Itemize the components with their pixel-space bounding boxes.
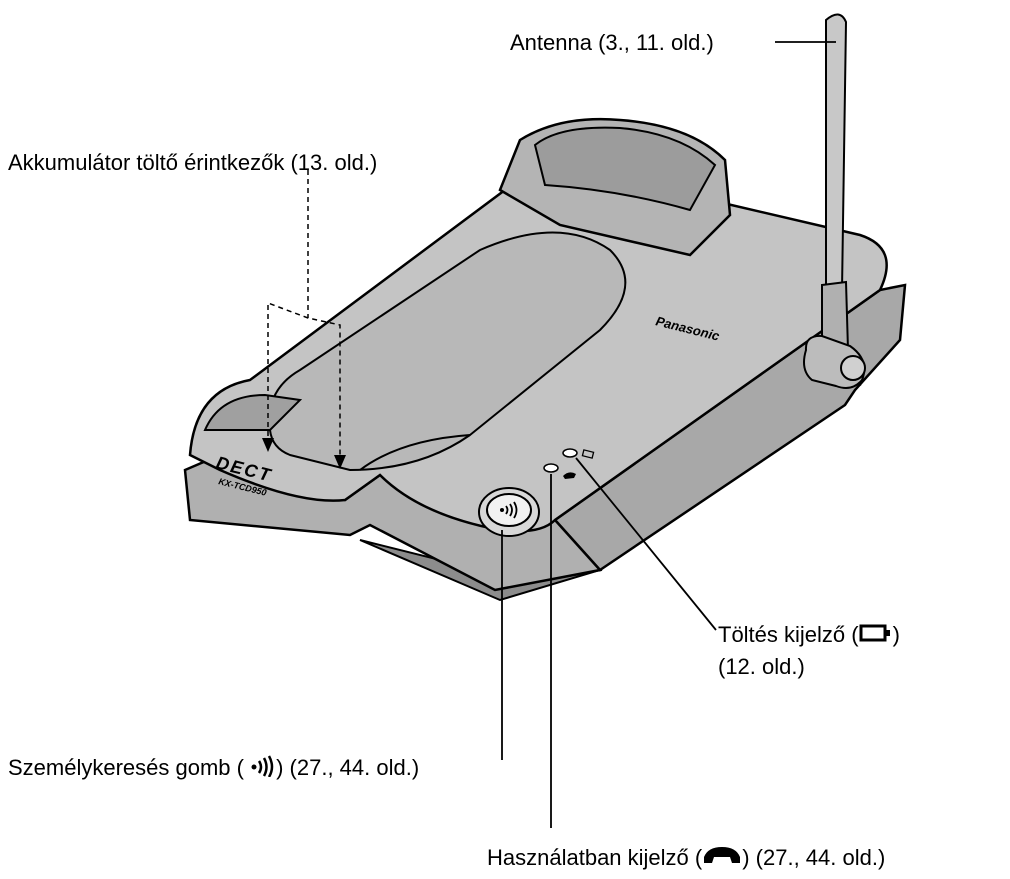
- in-use-indicator-label: Használatban kijelző () (27., 44. old.): [487, 845, 885, 873]
- handset-icon: [702, 845, 742, 873]
- rear-cup-inner: [533, 126, 717, 212]
- antenna-rod: [825, 13, 848, 291]
- paging-signal-icon: [250, 755, 276, 783]
- antenna-hinge-knob: [840, 355, 866, 381]
- inuse-led-icon: [563, 472, 576, 479]
- page-button[interactable]: [486, 493, 532, 527]
- cradle-lip: [359, 434, 471, 471]
- charge-led-icon: [581, 449, 595, 459]
- cradle-front-slot: [203, 393, 303, 431]
- contacts-arrow-left: [262, 438, 274, 452]
- antenna-label: Antenna (3., 11. old.): [510, 30, 714, 55]
- charge-led: [562, 448, 578, 458]
- inuse-led: [543, 463, 559, 473]
- page-button-signal-icon: [500, 501, 518, 519]
- battery-icon: [859, 623, 893, 649]
- contacts-bracket: [267, 301, 341, 460]
- charge-indicator-label: Töltés kijelző (): [718, 622, 900, 649]
- contacts-arrow-right: [334, 455, 346, 469]
- charge-leader: [575, 457, 717, 631]
- charge-indicator-page-ref: (12. old.): [718, 654, 805, 679]
- paging-button-label: Személykeresés gomb ( ) (27., 44. old.): [8, 755, 419, 783]
- charge-contacts-label: Akkumulátor töltő érintkezők (13. old.): [8, 150, 378, 175]
